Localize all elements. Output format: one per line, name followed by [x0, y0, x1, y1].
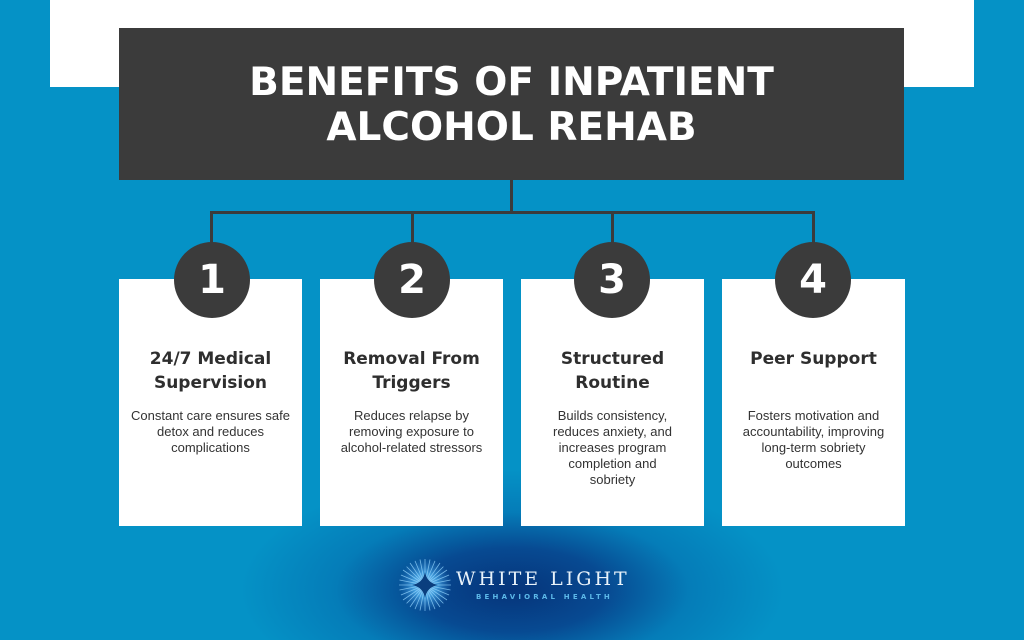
benefit-description: Builds consistency, reduces anxiety, and…	[553, 408, 672, 487]
benefit-heading: Peer Support	[750, 349, 877, 369]
benefit-card-4: Peer Support Fosters motivation and acco…	[722, 279, 905, 526]
logo-tagline: BEHAVIORAL HEALTH	[476, 593, 613, 601]
benefit-description: Fosters motivation and accountability, i…	[742, 408, 885, 471]
benefit-card-3: Structured Routine Builds consistency, r…	[521, 279, 704, 526]
number-badge-1: 1	[174, 242, 250, 318]
connector-branch-1	[210, 211, 213, 245]
benefit-description: Constant care ensures safe detox and red…	[131, 408, 290, 455]
connector-trunk	[510, 180, 513, 214]
benefit-heading: Removal From Triggers	[343, 349, 480, 393]
title-line-2: ALCOHOL REHAB	[326, 104, 697, 150]
brand-logo: WHITE LIGHT BEHAVIORAL HEALTH	[398, 558, 638, 614]
benefit-card-1: 24/7 Medical Supervision Constant care e…	[119, 279, 302, 526]
number-badge-3: 3	[574, 242, 650, 318]
number-badge-2: 2	[374, 242, 450, 318]
logo-name: WHITE LIGHT	[456, 568, 630, 590]
benefit-heading: 24/7 Medical Supervision	[149, 349, 272, 393]
benefit-card-2: Removal From Triggers Reduces relapse by…	[320, 279, 503, 526]
title-line-1: BENEFITS OF INPATIENT	[249, 59, 774, 105]
connector-horizontal	[210, 211, 815, 214]
page-title: BENEFITS OF INPATIENT ALCOHOL REHAB	[249, 60, 774, 150]
benefit-description: Reduces relapse by removing exposure to …	[340, 408, 483, 455]
sunburst-star-icon	[399, 559, 451, 611]
number-badge-4: 4	[775, 242, 851, 318]
title-banner: BENEFITS OF INPATIENT ALCOHOL REHAB	[119, 28, 904, 180]
connector-branch-2	[411, 211, 414, 245]
benefit-heading: Structured Routine	[560, 349, 665, 393]
connector-branch-4	[812, 211, 815, 245]
connector-branch-3	[611, 211, 614, 245]
